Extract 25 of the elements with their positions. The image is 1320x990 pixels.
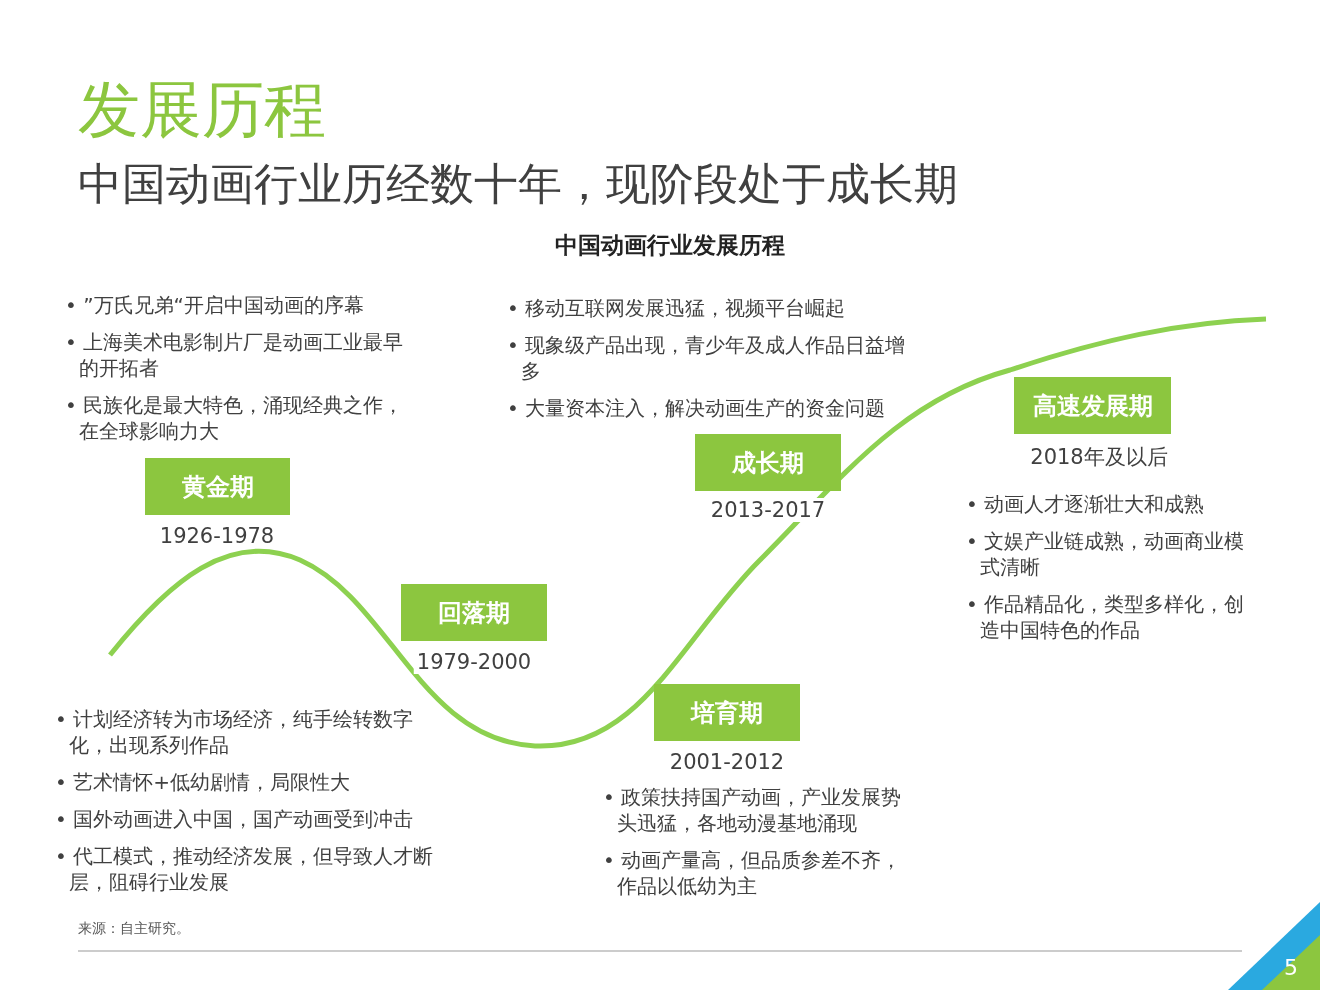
- phase-box: 培育期: [654, 684, 800, 741]
- phase-box: 高速发展期: [1014, 377, 1171, 434]
- subtitle: 中国动画行业历经数十年，现阶段处于成长期: [78, 157, 958, 211]
- phase-box: 成长期: [695, 434, 841, 491]
- bullet-text: • 作品精品化，类型多样化，创造中国特色的作品: [966, 591, 1246, 643]
- page-number: 5: [1284, 955, 1298, 980]
- bullet-text: • 动画人才逐渐壮大和成熟: [966, 491, 1206, 517]
- bullet-text: • 文娱产业链成熟，动画商业模式清晰: [966, 528, 1246, 580]
- bullet-text: • 国外动画进入中国，国产动画受到冲击: [55, 806, 415, 832]
- source-note: 来源：自主研究。: [78, 920, 190, 938]
- bullet-text: • 政策扶持国产动画，产业发展势头迅猛，各地动漫基地涌现: [603, 784, 903, 836]
- bullet-text: • 现象级产品出现，青少年及成人作品日益增多: [507, 332, 907, 384]
- phase-box: 黄金期: [145, 458, 290, 515]
- bullet-text: • 移动互联网发展迅猛，视频平台崛起: [507, 295, 847, 321]
- bullet-text: • 动画产量高，但品质参差不齐，作品以低幼为主: [603, 847, 903, 899]
- bullet-text: • 大量资本注入，解决动画生产的资金问题: [507, 395, 887, 421]
- bullet-text: • 代工模式，推动经济发展，但导致人才断层，阻碍行业发展: [55, 843, 435, 895]
- phase-box: 回落期: [401, 584, 547, 641]
- bullet-text: • 民族化是最大特色，涌现经典之作，在全球影响力大: [65, 392, 405, 444]
- bullet-text: • ”万氏兄弟“开启中国动画的序幕: [65, 292, 365, 318]
- bullet-text: • 上海美术电影制片厂是动画工业最早的开拓者: [65, 329, 405, 381]
- bullet-text: • 计划经济转为市场经济，纯手绘转数字化，出现系列作品: [55, 706, 415, 758]
- chart-title: 中国动画行业发展历程: [555, 231, 785, 260]
- page-title: 发展历程: [78, 72, 326, 148]
- bullet-text: • 艺术情怀+低幼剧情，局限性大: [55, 769, 351, 795]
